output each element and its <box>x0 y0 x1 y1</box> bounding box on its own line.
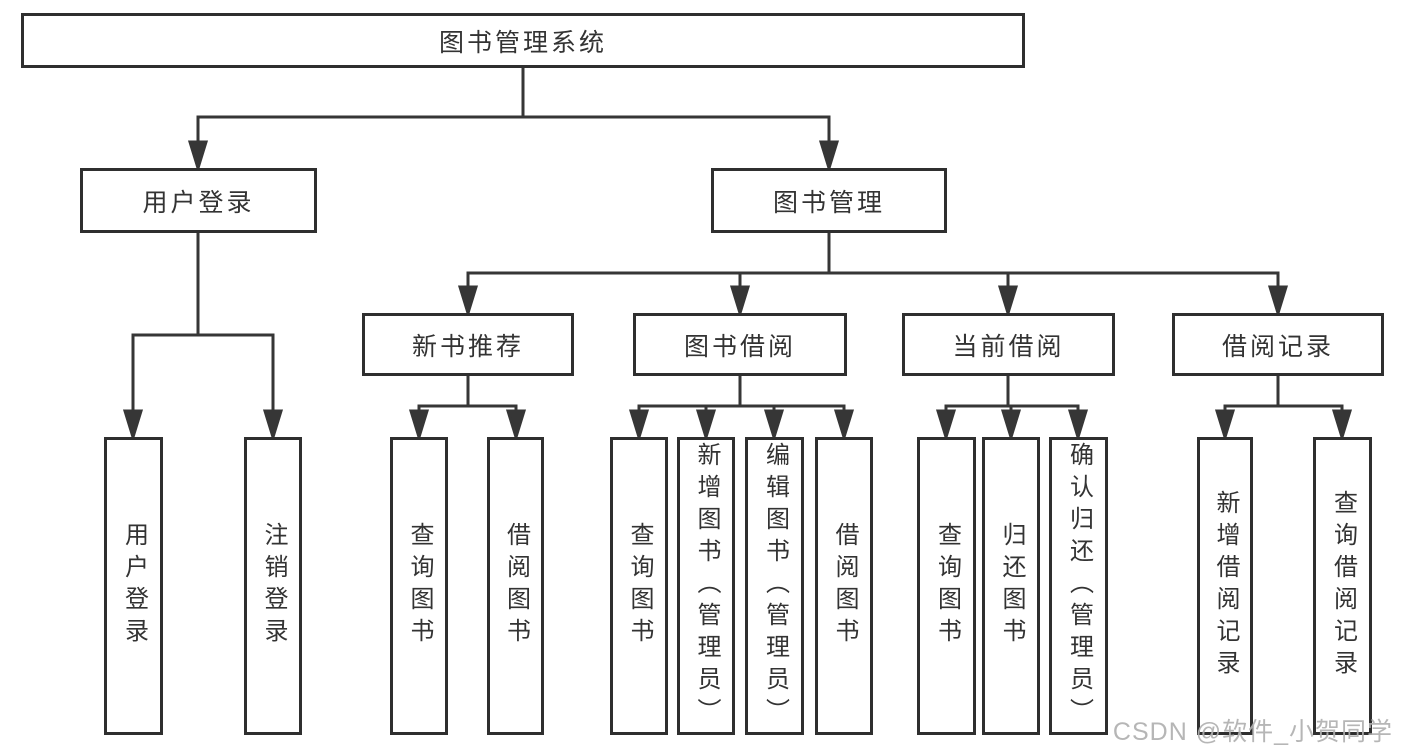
node-book-borrow: 图书借阅 <box>633 313 847 376</box>
leaf-query-books-borrow: 查询图书 <box>610 437 668 735</box>
node-label: 查询图书 <box>406 522 433 650</box>
node-label: 编辑图书（管理员） <box>761 442 789 730</box>
node-label: 借阅图书 <box>831 522 858 650</box>
node-book-management: 图书管理 <box>711 168 947 233</box>
node-label: 注销登录 <box>260 522 287 650</box>
node-label: 确认归还（管理员） <box>1065 442 1093 730</box>
leaf-borrow-books: 借阅图书 <box>815 437 873 735</box>
leaf-confirm-return-admin: 确认归还（管理员） <box>1049 437 1108 735</box>
leaf-borrow-books-recommend: 借阅图书 <box>487 437 544 735</box>
leaf-add-books-admin: 新增图书（管理员） <box>677 437 735 735</box>
node-label: 图书管理 <box>772 188 885 217</box>
node-label: 图书管理系统 <box>438 28 607 57</box>
watermark: CSDN @软件_小贺同学 <box>1112 718 1393 746</box>
node-label: 归还图书 <box>998 522 1025 650</box>
leaf-user-login: 用户登录 <box>104 437 163 735</box>
node-label: 查询图书 <box>933 522 961 650</box>
node-borrow-records: 借阅记录 <box>1172 313 1384 376</box>
node-new-book-recommend: 新书推荐 <box>362 313 574 376</box>
leaf-query-borrow-record: 查询借阅记录 <box>1313 437 1372 735</box>
node-label: 用户登录 <box>142 188 255 217</box>
node-label: 借阅记录 <box>1221 332 1334 361</box>
node-label: 用户登录 <box>120 522 148 650</box>
node-user-login: 用户登录 <box>80 168 317 233</box>
node-current-borrow: 当前借阅 <box>902 313 1115 376</box>
node-label: 当前借阅 <box>952 332 1065 361</box>
leaf-query-books-current: 查询图书 <box>917 437 976 735</box>
node-label: 新增图书（管理员） <box>693 442 720 730</box>
leaf-query-books-recommend: 查询图书 <box>390 437 448 735</box>
leaf-logout: 注销登录 <box>244 437 302 735</box>
leaf-return-books: 归还图书 <box>982 437 1040 735</box>
leaf-edit-books-admin: 编辑图书（管理员） <box>745 437 804 735</box>
node-label: 图书借阅 <box>683 332 796 361</box>
node-library-management-system: 图书管理系统 <box>21 13 1025 68</box>
node-label: 新增借阅记录 <box>1212 490 1239 682</box>
node-label: 查询图书 <box>626 522 653 650</box>
node-label: 新书推荐 <box>411 332 524 361</box>
node-label: 借阅图书 <box>502 522 530 650</box>
node-label: 查询借阅记录 <box>1329 490 1357 682</box>
leaf-add-borrow-record: 新增借阅记录 <box>1197 437 1253 735</box>
